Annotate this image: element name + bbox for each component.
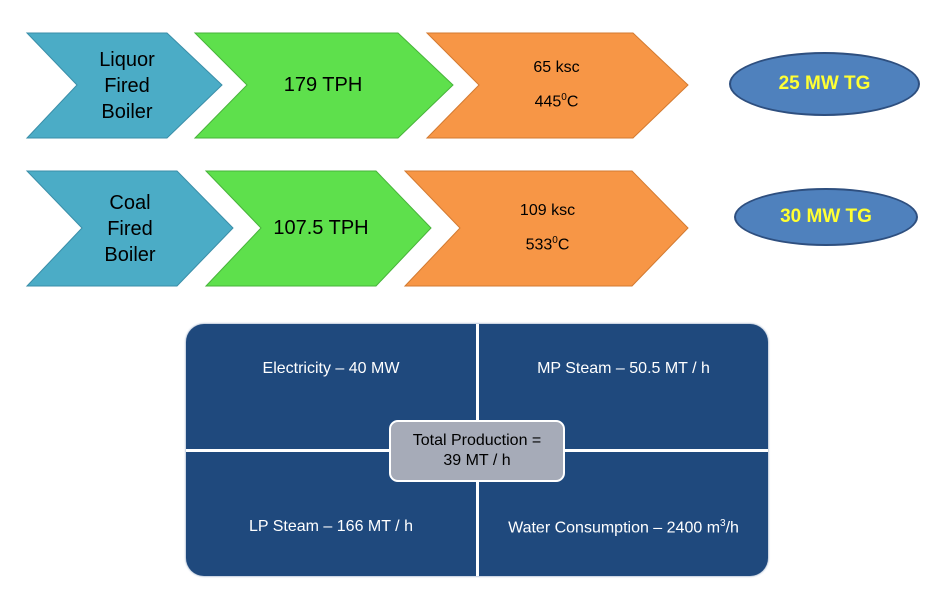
coal-boiler-chevron: Coal Fired Boiler (25, 170, 234, 287)
water-unit-sup: 3 (720, 518, 726, 529)
boiler-label-line: Liquor (99, 48, 155, 71)
pressure-value: 65 ksc (533, 59, 580, 77)
coal-boiler-label: Coal Fired Boiler (82, 171, 178, 286)
temp-number: 445 (534, 93, 562, 111)
liquor-rate-chevron: 179 TPH (193, 32, 454, 139)
boiler-label-line: Boiler (101, 100, 153, 123)
temp-degree-sup: 0 (561, 92, 567, 104)
pressure-value: 109 ksc (519, 202, 576, 220)
lp-steam-quadrant: LP Steam – 166 MT / h (249, 518, 413, 535)
chevron-shape (193, 32, 454, 139)
temp-number: 533 (525, 236, 553, 254)
total-production-label: Total Production = (412, 432, 542, 449)
coal-rate-label: 107.5 TPH (273, 217, 369, 239)
turbine-oval-25mw: 25 MW TG (729, 52, 920, 116)
temperature-value: 5330C (526, 226, 570, 260)
liquor-condition-label: 65 ksc 4450C (479, 33, 634, 138)
boiler-label-line: Fired (104, 74, 150, 97)
liquor-rate-label: 179 TPH (283, 74, 363, 96)
electricity-quadrant: Electricity – 40 MW (262, 360, 400, 377)
coal-rate-chevron: 107.5 TPH (204, 170, 432, 287)
boiler-label-line: Coal (109, 191, 151, 214)
chevron-shape (403, 170, 689, 287)
total-production-box: Total Production = 39 MT / h (389, 420, 565, 482)
coal-condition-chevron: 109 ksc 5330C (403, 170, 689, 287)
water-unit: /h (725, 519, 739, 537)
chevron-shape (25, 170, 234, 287)
boiler-label-line: Boiler (104, 243, 156, 266)
boiler-label-line: Fired (107, 217, 153, 240)
water-consumption-text: Water Consumption – 2400 m (508, 519, 721, 537)
temp-unit: C (557, 236, 570, 254)
liquor-boiler-chevron: Liquor Fired Boiler (25, 32, 223, 139)
coal-condition-label: 109 ksc 5330C (460, 171, 635, 286)
liquor-boiler-label: Liquor Fired Boiler (77, 33, 177, 138)
temp-unit: C (566, 93, 579, 111)
turbine-oval-30mw: 30 MW TG (734, 188, 918, 246)
chevron-shape (425, 32, 689, 139)
total-production-value: 39 MT / h (443, 452, 511, 469)
temp-degree-sup: 0 (552, 235, 558, 247)
liquor-condition-chevron: 65 ksc 4450C (425, 32, 689, 139)
temperature-value: 4450C (535, 83, 579, 117)
chevron-shape (204, 170, 432, 287)
water-consumption-quadrant: Water Consumption – 2400 m3/h (479, 518, 768, 537)
chevron-shape (25, 32, 223, 139)
mp-steam-quadrant: MP Steam – 50.5 MT / h (537, 360, 710, 377)
